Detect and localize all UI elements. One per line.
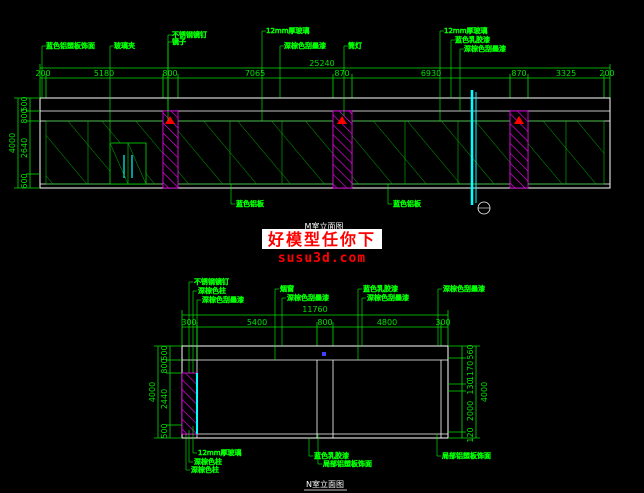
m-callout-top: 蓝色铝塑板饰面 bbox=[46, 41, 95, 50]
n-callout-bottom: 12mm厚玻璃 bbox=[198, 448, 242, 457]
m-callout-top: 不锈钢镜钉 bbox=[172, 30, 207, 39]
n-callout-top: 深棕色刮墨漆 bbox=[202, 295, 244, 304]
n-callout-bottom: 蓝色乳胶漆 bbox=[314, 451, 349, 460]
watermark-line1: 好模型任你下 bbox=[267, 230, 376, 249]
n-left-dim: 800 bbox=[160, 358, 169, 373]
m-callout-top: 深棕色刮墨漆 bbox=[464, 44, 506, 53]
n-right-dim: 1170 bbox=[466, 361, 475, 381]
n-callout-top: 深棕色刮墨漆 bbox=[443, 284, 485, 293]
n-right-dim: 2000 bbox=[466, 401, 475, 421]
n-callout-bottom: 深棕色柱 bbox=[191, 465, 219, 474]
n-callout-top: 蓝色乳胶漆 bbox=[363, 284, 398, 293]
n-right-overall-dim: 4000 bbox=[480, 382, 489, 402]
n-callout-bottom: 深棕色柱 bbox=[194, 457, 222, 466]
n-top-dim: 4800 bbox=[377, 318, 397, 327]
m-top-dim: 3325 bbox=[556, 69, 576, 78]
downlight-icon bbox=[337, 116, 347, 124]
n-left-dim: 500 bbox=[160, 345, 169, 360]
m-callout-top: 深棕色刮墨漆 bbox=[284, 41, 326, 50]
n-left-dim: 500 bbox=[160, 423, 169, 438]
m-top-dim: 800 bbox=[162, 69, 177, 78]
m-elevation-title: M室立面图 bbox=[305, 221, 344, 231]
m-callout-top: 蓝色乳胶漆 bbox=[455, 35, 490, 44]
watermark-line2: susu3d.com bbox=[278, 251, 366, 266]
n-overall-dim: 11760 bbox=[302, 305, 327, 314]
n-callout-top: 深棕色刮墨漆 bbox=[367, 293, 409, 302]
m-callout-top: 12mm厚玻璃 bbox=[266, 26, 310, 35]
n-top-dim: 5400 bbox=[247, 318, 267, 327]
m-top-dim: 200 bbox=[599, 69, 614, 78]
n-callout-top: 深棕色柱 bbox=[198, 286, 226, 295]
n-right-dim: 120 bbox=[466, 427, 475, 442]
m-callout-top: 12mm厚玻璃 bbox=[444, 26, 488, 35]
m-left-dim: 600 bbox=[20, 173, 29, 188]
watermark: 好模型任你下 susu3d.com bbox=[262, 229, 382, 266]
m-callout-top: 筒灯 bbox=[348, 41, 362, 50]
m-callout-bottom: 蓝色铝板 bbox=[236, 199, 264, 208]
m-top-dim: 200 bbox=[35, 69, 50, 78]
m-overall-dim: 25240 bbox=[309, 59, 334, 68]
downlight-icon bbox=[165, 116, 175, 124]
m-left-dim: 2640 bbox=[20, 138, 29, 158]
n-right-dim: 130 bbox=[466, 379, 475, 394]
m-top-dim: 6930 bbox=[421, 69, 441, 78]
m-left-dim: 500 bbox=[20, 96, 29, 111]
n-elevation-title: N室立面图 bbox=[306, 479, 344, 489]
m-top-dim: 7065 bbox=[245, 69, 265, 78]
n-callout-bottom: 局部铝塑板饰面 bbox=[323, 459, 372, 468]
downlight-icon bbox=[514, 116, 524, 124]
n-top-dim: 300 bbox=[435, 318, 450, 327]
m-top-dim: 5180 bbox=[94, 69, 114, 78]
n-callout-top: 不锈钢镜钉 bbox=[194, 277, 229, 286]
n-left-dim: 2440 bbox=[160, 389, 169, 409]
m-left-dim: 800 bbox=[20, 108, 29, 123]
m-top-dim: 870 bbox=[334, 69, 349, 78]
m-top-dim: 870 bbox=[511, 69, 526, 78]
n-left-overall-dim: 4000 bbox=[148, 382, 157, 402]
m-callout-top: 镜子 bbox=[172, 37, 186, 46]
m-left-overall-dim: 4000 bbox=[8, 133, 17, 153]
elevation-m: 25240 200 5180 800 7065 870 6930 870 3325 200 bbox=[8, 26, 615, 233]
n-callout-top: 烟窗 bbox=[280, 284, 294, 293]
n-callout-top: 深棕色刮墨漆 bbox=[287, 293, 329, 302]
n-right-dim: 560 bbox=[466, 344, 475, 359]
m-callout-bottom: 蓝色铝板 bbox=[393, 199, 421, 208]
n-top-dim: 800 bbox=[317, 318, 332, 327]
m-callout-top: 玻璃夹 bbox=[114, 41, 135, 50]
n-callout-bottom: 局部铝塑板饰面 bbox=[442, 451, 491, 460]
glass-door bbox=[109, 142, 147, 185]
